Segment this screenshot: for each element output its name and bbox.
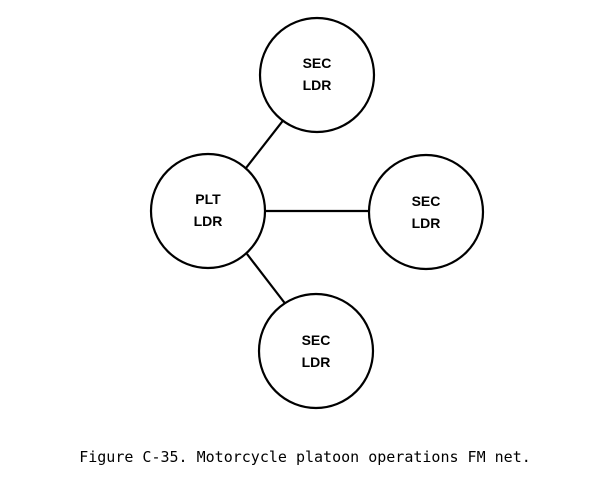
- link-plt-to-top-sec: [245, 117, 286, 169]
- node-plt-ldr: PLT LDR: [149, 152, 267, 270]
- node-sec-ldr-top-line1: SEC: [303, 55, 332, 71]
- link-plt-to-bottom-sec: [246, 253, 288, 307]
- node-sec-ldr-top: SEC LDR: [258, 16, 376, 134]
- node-sec-ldr-bottom-line2: LDR: [302, 354, 331, 370]
- node-plt-ldr-line2: LDR: [194, 213, 223, 229]
- node-sec-ldr-top-line2: LDR: [303, 77, 332, 93]
- figure-caption: Figure C-35. Motorcycle platoon operatio…: [79, 448, 531, 466]
- node-sec-ldr-bottom-line1: SEC: [302, 332, 331, 348]
- node-sec-ldr-bottom: SEC LDR: [257, 292, 375, 410]
- node-sec-ldr-right-line1: SEC: [412, 193, 441, 209]
- node-sec-ldr-right: SEC LDR: [367, 153, 485, 271]
- node-plt-ldr-line1: PLT: [195, 191, 221, 207]
- node-sec-ldr-right-line2: LDR: [412, 215, 441, 231]
